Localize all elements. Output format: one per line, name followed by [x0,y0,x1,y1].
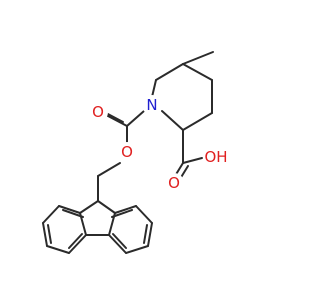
acid-carbonyl-oxygen-background [164,173,184,193]
bond [107,115,128,127]
bond [42,222,48,247]
ester-oxygen-label: O [121,143,133,161]
molecule-canvas: N O O O OH [42,51,230,254]
carbamate-linker [97,110,145,202]
nitrogen-background [142,95,162,115]
bond [112,233,127,249]
nitrogen-atom-label: N [146,96,157,114]
bond [161,110,184,131]
bond [126,110,145,127]
bond [114,205,137,214]
bond [135,205,153,224]
bond [46,245,70,254]
bond [108,234,127,254]
bond [125,245,149,254]
bond [97,162,121,177]
bond [182,63,213,81]
bond [182,112,213,131]
hydroxyl-label: OH [204,148,227,166]
bond [151,79,157,98]
structure-diagram: N O O O OH [42,51,230,254]
bond [143,224,148,244]
bond [97,200,116,214]
carbonyl-oxygen-background [88,102,108,122]
bond [47,224,52,244]
bond [105,112,124,123]
acid-carbonyl-oxygen-label: O [168,174,180,192]
carboxylic-acid-group [174,129,203,180]
bond [155,63,184,81]
bond [62,209,84,218]
bond [111,209,133,218]
bond [182,157,203,164]
bond [68,233,83,249]
carbonyl-oxygen-label: O [92,103,104,121]
fluorene-ring-system [42,200,153,254]
bond [58,205,81,214]
hydroxyl-background [203,147,230,167]
bond [182,51,214,65]
bond [147,222,153,247]
ester-oxygen-background [117,142,137,162]
bond [42,205,60,224]
bond [79,200,99,214]
piperidine-ring [151,51,214,131]
atom-labels: N O O O OH [88,95,230,193]
bond [68,234,87,254]
